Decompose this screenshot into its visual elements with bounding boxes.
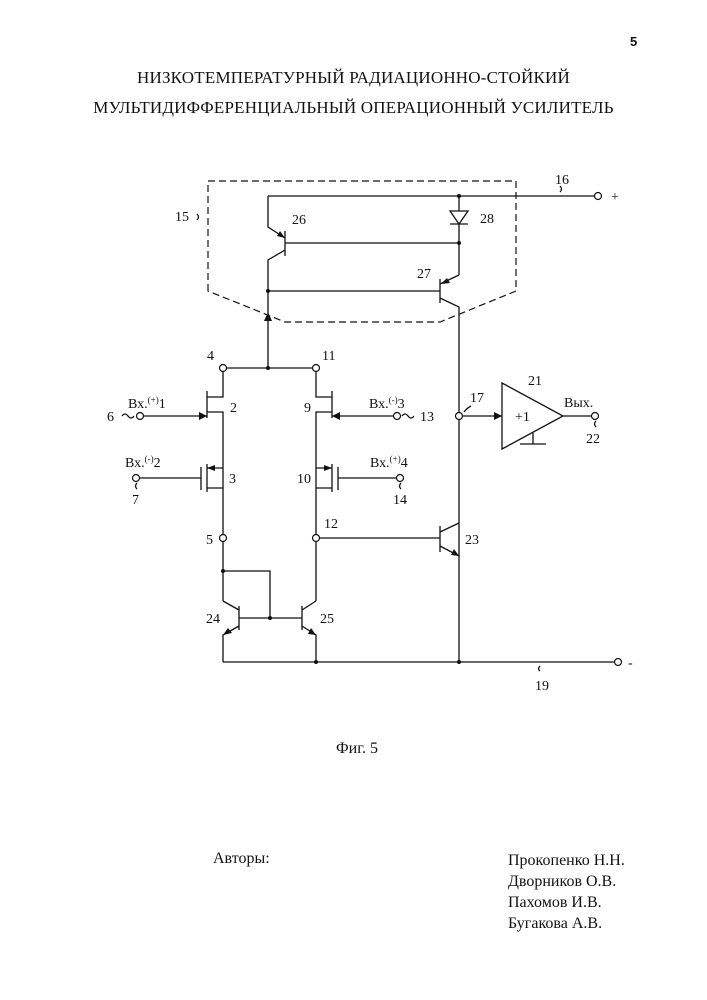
label-7: 7: [132, 493, 139, 508]
transistor-25: [302, 601, 316, 662]
label-11: 11: [322, 349, 335, 364]
author: Пахомов И.В.: [508, 892, 625, 913]
label-12: 12: [324, 517, 338, 532]
figure-caption: Фиг. 5: [336, 740, 378, 758]
input-4-label: Вх.(+)4: [370, 454, 408, 471]
minus-sign: -: [628, 656, 633, 671]
transistor-27: [268, 275, 459, 662]
label-14: 14: [393, 493, 407, 508]
transistor-24: [223, 601, 302, 662]
author: Бугакова А.В.: [508, 913, 625, 934]
supply-plus-terminal: [595, 193, 602, 200]
plus-sign: +: [611, 190, 619, 205]
label-19: 19: [535, 679, 549, 694]
transistor-23: [440, 523, 459, 556]
author: Дворников О.В.: [508, 871, 625, 892]
authors-label: Авторы:: [213, 850, 270, 868]
label-22: 22: [586, 432, 600, 447]
label-13: 13: [420, 410, 434, 425]
label-5: 5: [206, 533, 213, 548]
label-25: 25: [320, 612, 334, 627]
current-arrow: [264, 312, 272, 321]
label-16: 16: [555, 173, 569, 188]
label-9: 9: [304, 401, 311, 416]
authors-list: Прокопенко Н.Н. Дворников О.В. Пахомов И…: [508, 850, 625, 934]
label-21: 21: [528, 374, 542, 389]
buffer-gain: +1: [515, 410, 530, 425]
label-24: 24: [206, 612, 220, 627]
label-28: 28: [480, 212, 494, 227]
label-4: 4: [207, 349, 214, 364]
label-10: 10: [297, 472, 311, 487]
label-23: 23: [465, 533, 479, 548]
diode-28: [450, 196, 468, 275]
output-label: Вых.: [564, 396, 593, 411]
author: Прокопенко Н.Н.: [508, 850, 625, 871]
input-3-label: Вх.(-)3: [369, 395, 405, 412]
input-2-label: Вх.(-)2: [125, 454, 161, 471]
label-6: 6: [107, 410, 114, 425]
input-1-label: Вх.(+)1: [128, 395, 166, 412]
label-3: 3: [229, 472, 236, 487]
label-27: 27: [417, 267, 431, 282]
label-26: 26: [292, 213, 306, 228]
bias-block-outline: [208, 181, 516, 322]
ground-icon: [520, 433, 546, 444]
label-15: 15: [175, 210, 189, 225]
label-2: 2: [230, 401, 237, 416]
label-17: 17: [470, 391, 484, 406]
